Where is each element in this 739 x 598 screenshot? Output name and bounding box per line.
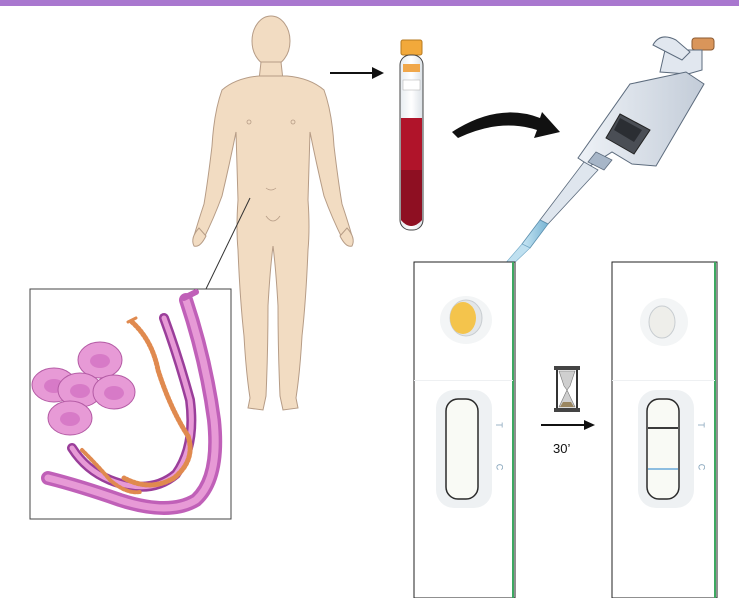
result-window [446, 399, 478, 499]
arrow-right-icon [541, 420, 595, 430]
rapid-test-strip-before [414, 262, 515, 598]
sample-drop [450, 302, 476, 334]
pipette-plunger-button [692, 38, 714, 50]
strip1-control-letter: C [494, 464, 504, 471]
strip2-test-letter: T [696, 422, 706, 428]
curved-arrow-icon [452, 112, 560, 138]
pipette [484, 37, 714, 290]
tube-label-sticker [403, 80, 420, 90]
red-blood-cell [78, 342, 122, 378]
tube-cap [401, 40, 422, 55]
result-window [647, 399, 679, 499]
pipette-body [578, 72, 704, 166]
pipette-shaft [540, 162, 598, 224]
red-blood-cell [93, 375, 135, 409]
sample-well [649, 306, 675, 338]
pipette-tip [522, 220, 548, 248]
hourglass-icon [554, 366, 580, 412]
blood-tube [400, 40, 423, 230]
strip1-test-letter: T [494, 422, 504, 428]
arrow-right-icon [330, 67, 384, 79]
rapid-test-strip-after [612, 262, 717, 598]
tube-label-band [403, 64, 420, 72]
red-blood-cell [48, 401, 92, 435]
strip2-control-letter: C [696, 464, 706, 471]
incubation-time-label: 30’ [553, 441, 570, 456]
